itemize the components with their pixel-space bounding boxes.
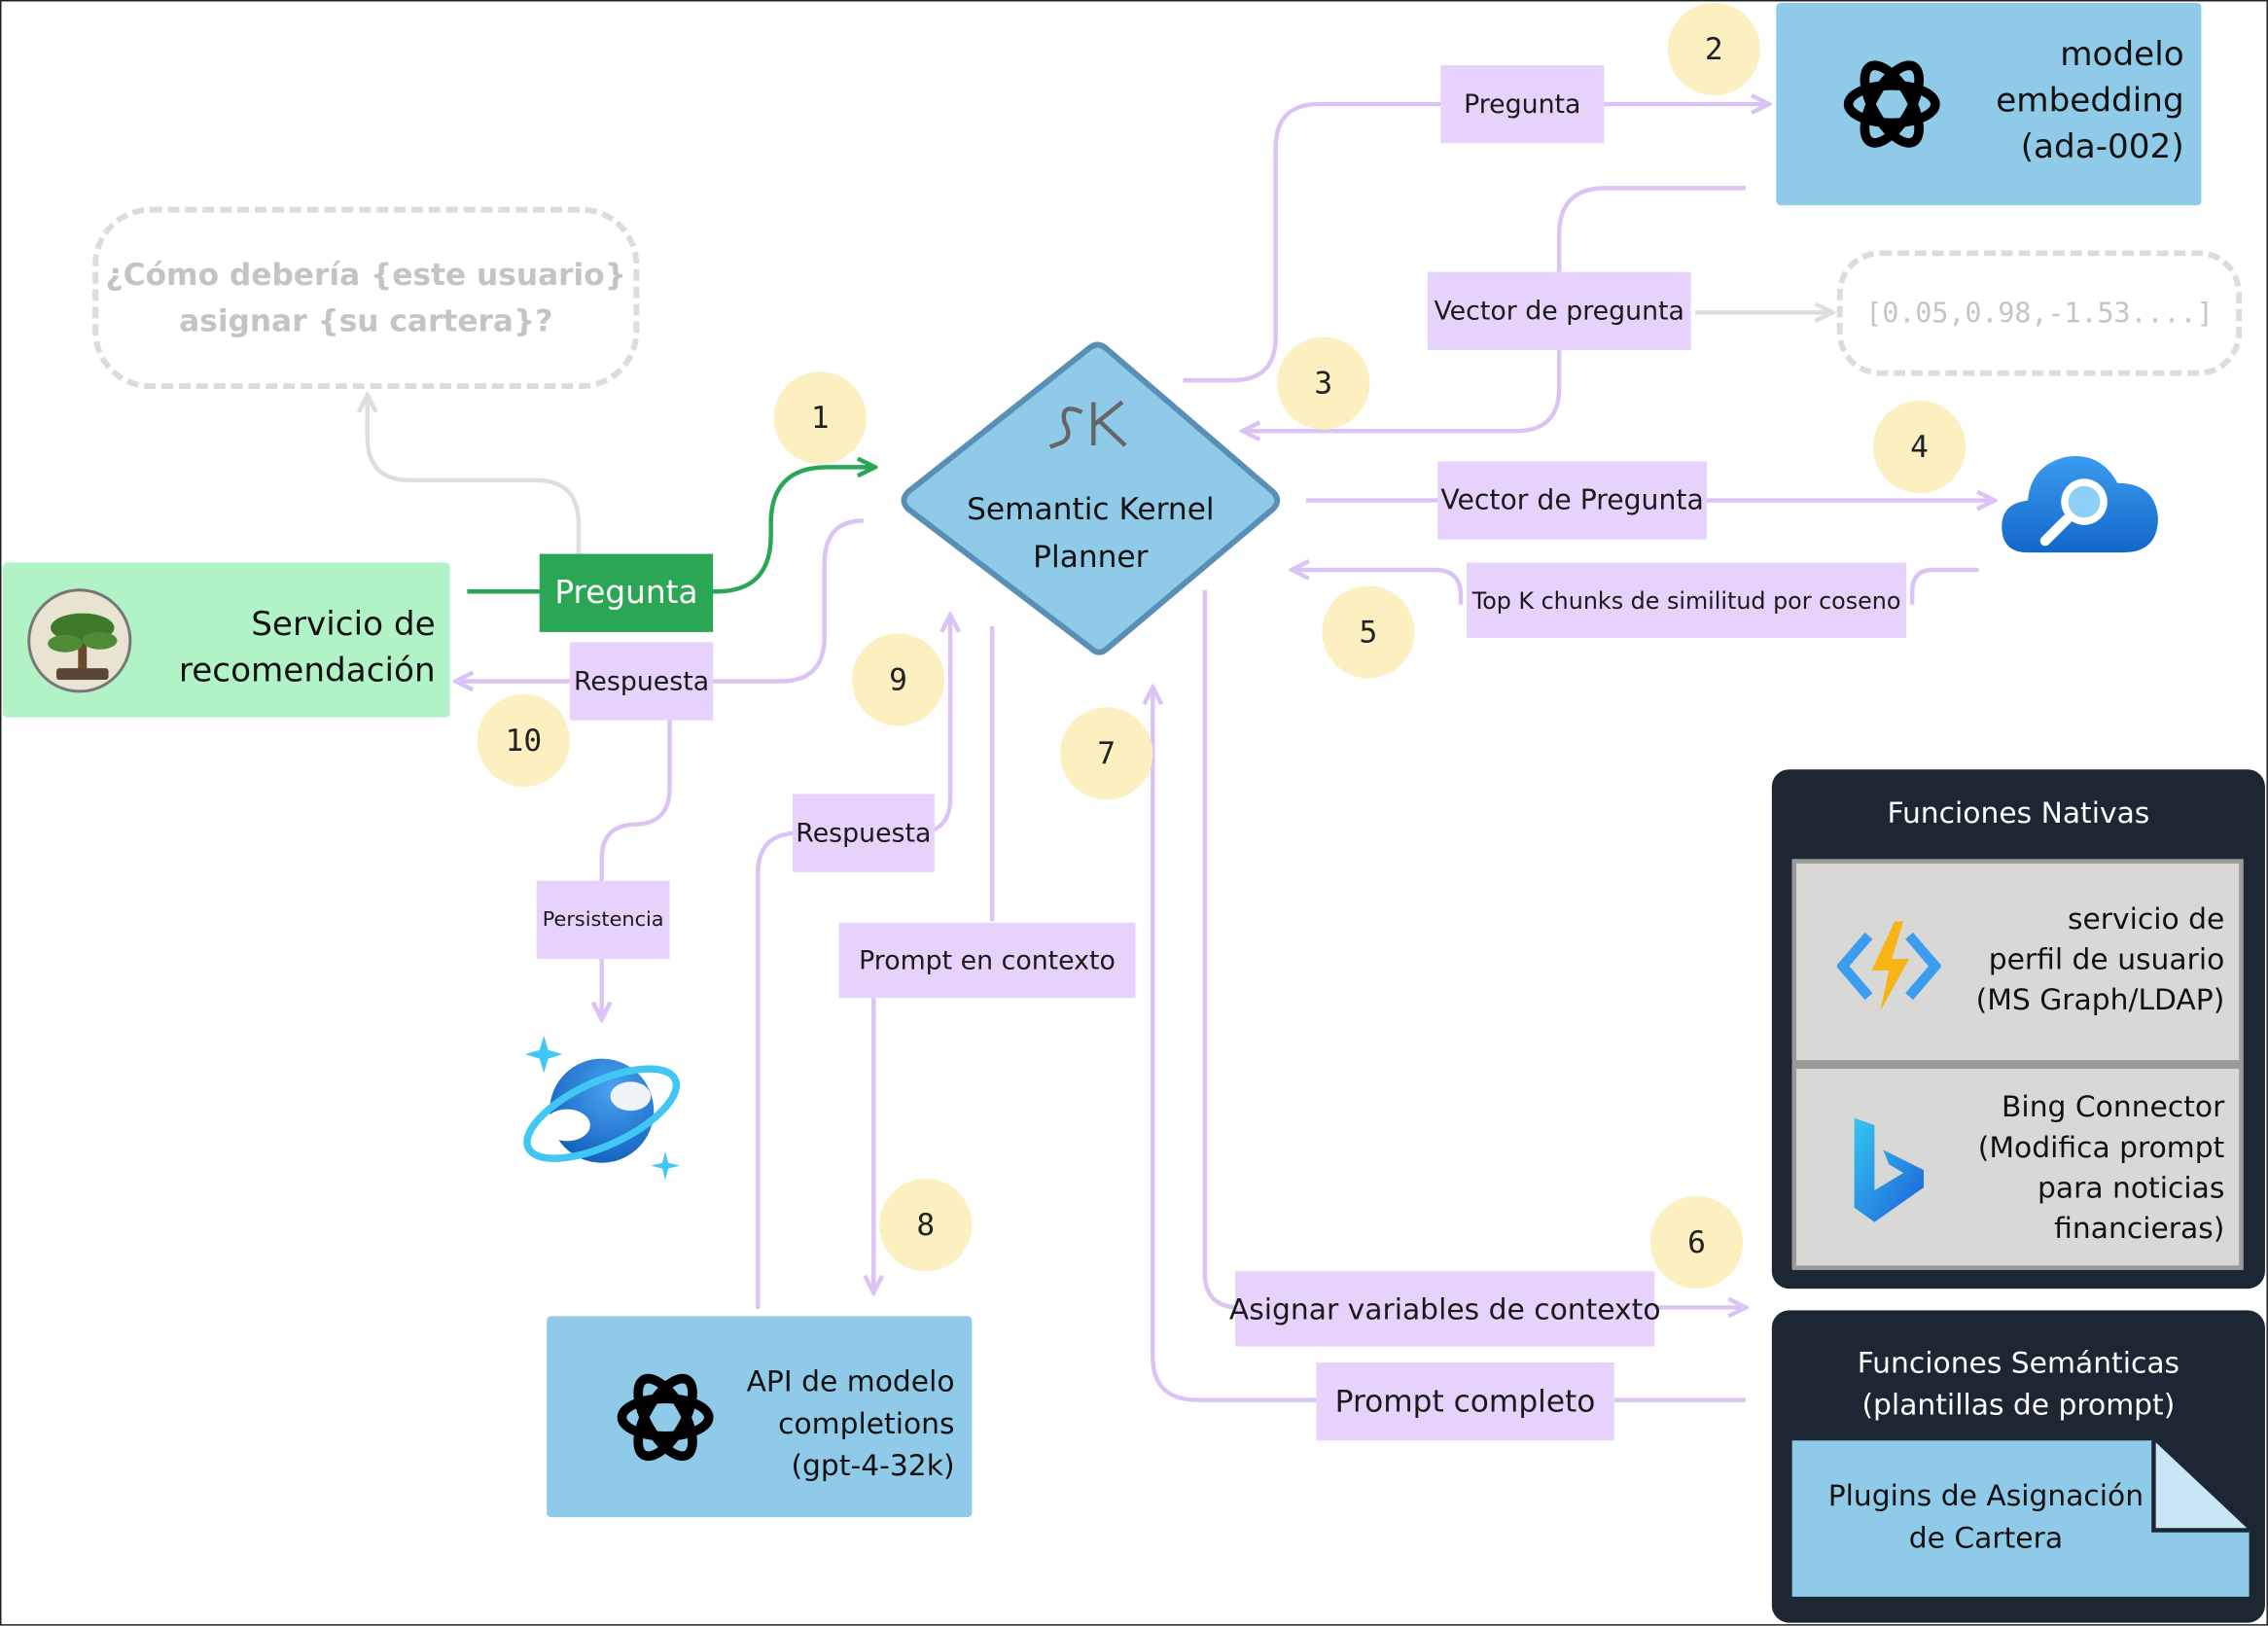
azure-functions-icon xyxy=(1836,921,1941,1011)
label-vector-pregunta-search: Vector de Pregunta xyxy=(1437,461,1707,540)
sk-logo-icon xyxy=(1048,400,1127,449)
openai-icon xyxy=(617,1373,714,1462)
vector-output-text: [0.05,0.98,-1.53....] xyxy=(1865,297,2214,330)
vector-output: [0.05,0.98,-1.53....] xyxy=(1836,250,2243,376)
openai-icon xyxy=(1843,60,1940,148)
connector-vector-return xyxy=(1244,186,1747,431)
step-4: 4 xyxy=(1872,400,1967,494)
embedding-line-3: (ada-002) xyxy=(2020,128,2184,167)
embedding-line-1: modelo xyxy=(2060,36,2184,74)
bonsai-logo-icon xyxy=(27,588,132,693)
service-line-2: recomendación xyxy=(178,652,436,690)
completions-line-3: (gpt-4-32k) xyxy=(791,1447,955,1483)
connector-prompt-contexto xyxy=(873,625,995,1291)
bing-line-2: (Modifica prompt xyxy=(1977,1129,2225,1165)
connector-pregunta-green xyxy=(467,467,873,594)
connector-to-question xyxy=(368,396,582,556)
label-asignar-variables: Asignar variables de contexto xyxy=(1229,1271,1661,1347)
label-respuesta-mid: Respuesta xyxy=(792,794,935,872)
profile-line-3: (MS Graph/LDAP) xyxy=(1975,981,2225,1017)
step-2: 2 xyxy=(1667,2,1760,96)
bing-line-1: Bing Connector xyxy=(2002,1088,2225,1124)
plugin-line-2: de Cartera xyxy=(1908,1520,2064,1555)
semantic-functions-panel: Funciones Semánticas (plantillas de prom… xyxy=(1771,1310,2265,1623)
plugin-document xyxy=(1791,1440,2250,1597)
native-function-bing: Bing Connector (Modifica prompt para not… xyxy=(1791,1064,2244,1270)
native-function-profile: servicio de perfil de usuario (MS Graph/… xyxy=(1791,859,2244,1065)
connector-persistencia xyxy=(602,719,672,1018)
profile-line-2: perfil de usuario xyxy=(1988,941,2225,976)
completions-line-1: API de modelo xyxy=(746,1363,955,1399)
profile-line-1: servicio de xyxy=(2067,901,2225,937)
bing-line-4: financieras) xyxy=(2054,1210,2225,1246)
bing-line-3: para noticias xyxy=(2037,1170,2225,1205)
embedding-line-2: embedding xyxy=(1996,82,2184,121)
label-top-k: Top K chunks de similitud por coseno xyxy=(1467,562,1907,638)
label-persistencia: Persistencia xyxy=(536,880,670,960)
connector-prompt-completo xyxy=(1152,689,1747,1402)
connector-respuesta-left xyxy=(457,518,864,681)
step-7: 7 xyxy=(1060,707,1153,800)
planner-line-1: Semantic Kernel xyxy=(967,491,1215,527)
question-line-1: ¿Cómo debería {este usuario} xyxy=(105,257,626,293)
step-1: 1 xyxy=(773,371,867,465)
question-line-2: asignar {su cartera}? xyxy=(179,303,553,339)
label-vector-pregunta: Vector de pregunta xyxy=(1427,271,1691,350)
question-bubble: ¿Cómo debería {este usuario} asignar {su… xyxy=(92,206,640,390)
bing-icon xyxy=(1854,1117,1924,1222)
label-pregunta-top: Pregunta xyxy=(1440,64,1605,144)
completions-line-2: completions xyxy=(778,1405,955,1441)
planner-line-2: Planner xyxy=(1033,539,1149,575)
step-5: 5 xyxy=(1322,585,1415,679)
semantic-title-2: (plantillas de prompt) xyxy=(1861,1387,2176,1422)
recommendation-service: Servicio de recomendación xyxy=(2,562,450,718)
embedding-model: modelo embedding (ada-002) xyxy=(1776,2,2202,206)
cosmos-db-icon xyxy=(523,1035,681,1181)
connector-topk-return xyxy=(1293,570,1979,605)
connector-pregunta-top xyxy=(1183,104,1768,383)
step-9: 9 xyxy=(851,633,945,726)
step-10: 10 xyxy=(477,693,570,788)
plugin-line-1: Plugins de Asignación xyxy=(1827,1477,2144,1513)
step-3: 3 xyxy=(1277,336,1370,430)
label-prompt-contexto: Prompt en contexto xyxy=(838,922,1136,999)
step-8: 8 xyxy=(879,1179,973,1272)
semantic-title-1: Funciones Semánticas xyxy=(1857,1345,2180,1380)
completions-model: API de modelo completions (gpt-4-32k) xyxy=(547,1316,973,1518)
native-functions-title: Funciones Nativas xyxy=(1887,795,2150,831)
native-functions-panel: Funciones Nativas servicio de perfil de … xyxy=(1771,769,2265,1290)
azure-search-icon xyxy=(2002,456,2158,553)
service-line-1: Servicio de xyxy=(251,606,436,644)
label-pregunta-green: Pregunta xyxy=(539,553,714,632)
label-prompt-completo: Prompt completo xyxy=(1316,1361,1614,1441)
label-respuesta-left: Respuesta xyxy=(569,642,714,721)
step-6: 6 xyxy=(1649,1195,1744,1290)
